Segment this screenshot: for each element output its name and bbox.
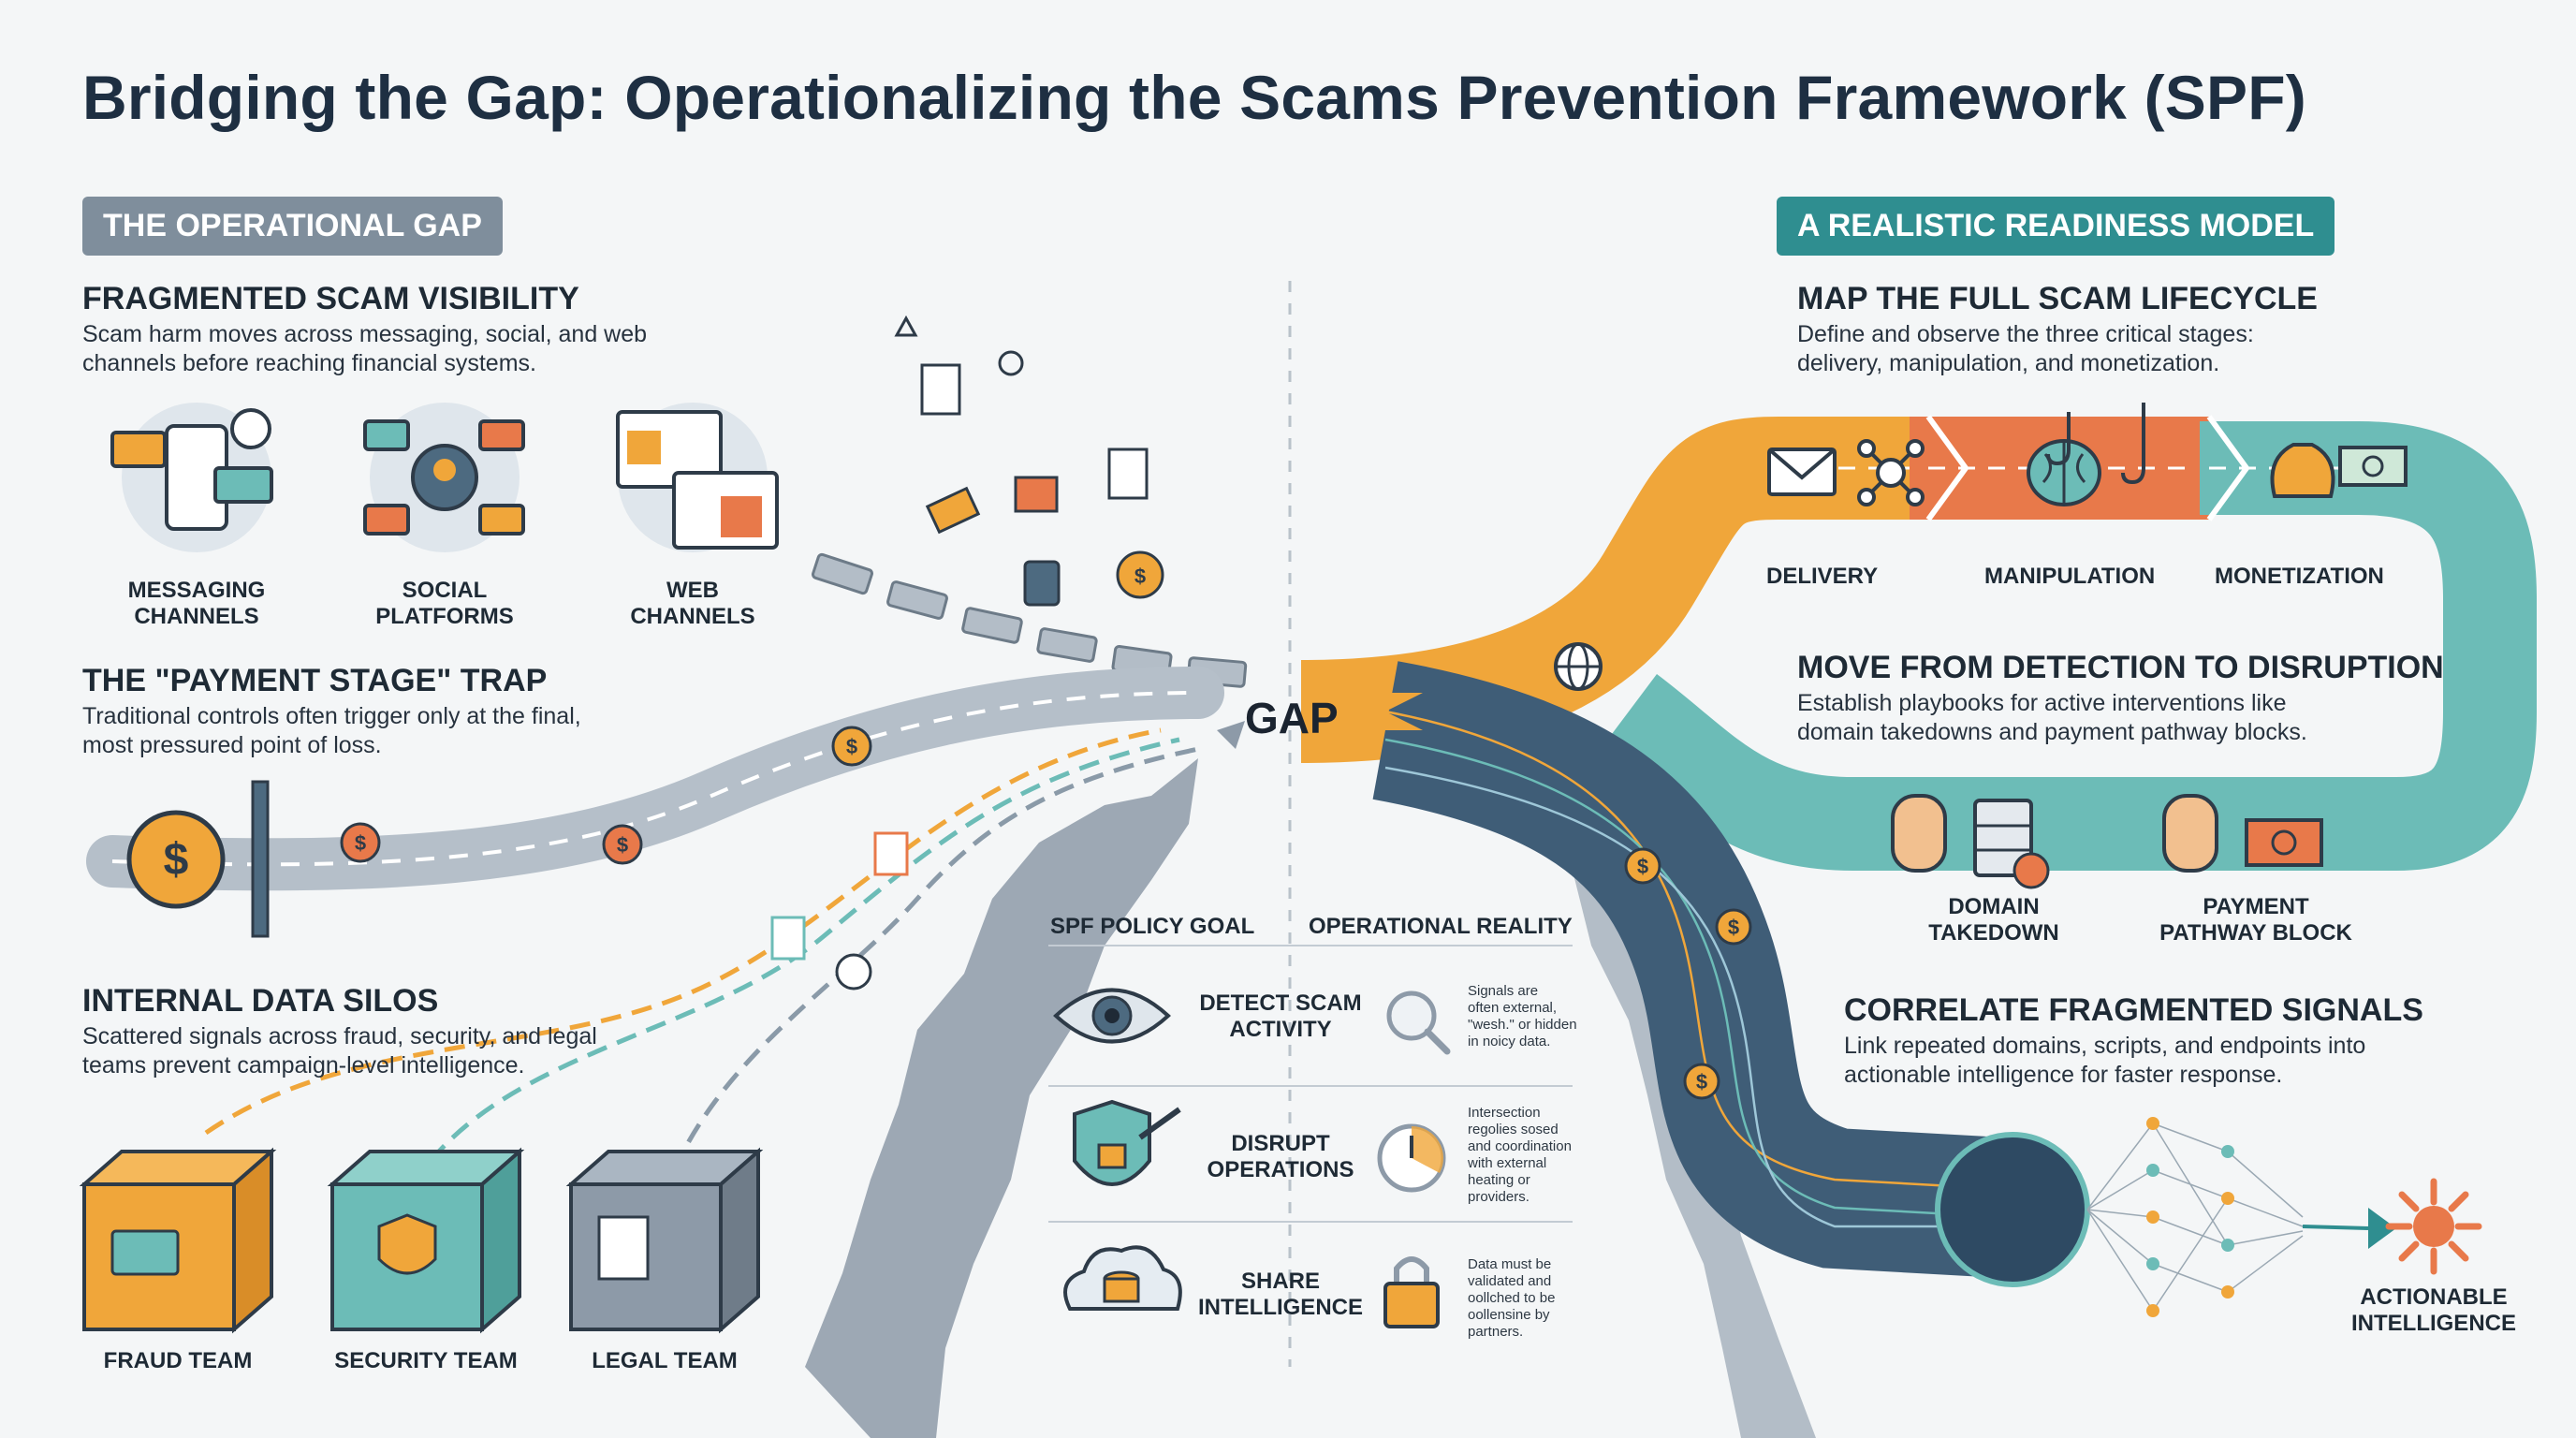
cloud-database-icon: [1063, 1245, 1182, 1311]
stopwatch-icon: [1377, 1123, 1446, 1193]
fish-hook-icon: [2046, 403, 2145, 485]
table-lines: [1048, 945, 1573, 1223]
server-icon: [1973, 799, 2050, 889]
social-profile-icon: [363, 403, 525, 552]
disrupt-goal-label: DISRUPT OPERATIONS: [1207, 1131, 1354, 1182]
svg-text:$: $: [1696, 1070, 1707, 1093]
delivery-label: DELIVERY: [1766, 564, 1879, 589]
chevron-icon: [2206, 415, 2250, 521]
neural-nodes: [2146, 1117, 2234, 1317]
padlock-icon: [1383, 1256, 1440, 1328]
fraud-team-label: FRAUD TEAM: [103, 1348, 253, 1373]
envelope-icon: [1767, 448, 1837, 496]
shield-lock-icon: [1073, 1099, 1181, 1186]
payment-block-label: PAYMENT PATHWAY BLOCK: [2159, 894, 2352, 946]
chevron-icon: [1925, 415, 1969, 521]
manipulation-label: MANIPULATION: [1984, 564, 2156, 589]
stop-hand-icon: [2162, 794, 2218, 873]
silo-streams: [204, 727, 1199, 1172]
svg-text:$: $: [1637, 855, 1648, 878]
silos-heading: INTERNAL DATA SILOS: [82, 983, 439, 1019]
legal-box-icon: [565, 1147, 764, 1334]
operational-reality-header: OPERATIONAL REALITY: [1309, 914, 1573, 939]
neural-network: [2086, 1123, 2369, 1312]
small-coin-icons: $ $ $ $ $ $ $: [340, 550, 1752, 1100]
domain-takedown-label: DOMAIN TAKEDOWN: [1928, 894, 2059, 946]
visibility-heading: FRAGMENTED SCAM VISIBILITY: [82, 281, 579, 316]
brain-node: [1935, 1132, 2090, 1287]
silos-description: Scattered signals across fraud, security…: [82, 1023, 597, 1078]
globe-icon: [1554, 642, 1603, 691]
river-signal-lines: [1384, 710, 2004, 1228]
brain-icon: [2027, 439, 2101, 506]
arrow-icon: [2368, 1208, 2396, 1249]
stop-hand-icon: [1891, 794, 1947, 873]
legal-team-label: LEGAL TEAM: [592, 1348, 738, 1373]
money-bag-icon: [2270, 443, 2408, 498]
svg-text:$: $: [617, 833, 628, 857]
svg-text:$: $: [1134, 565, 1146, 588]
detect-goal-label: DETECT SCAM ACTIVITY: [1199, 990, 1362, 1042]
phone-chat-icon: [110, 403, 273, 552]
payment-trap-heading: THE "PAYMENT STAGE" TRAP: [82, 663, 548, 698]
messaging-channels-label: MESSAGING CHANNELS: [127, 578, 266, 629]
page-title: Bridging the Gap: Operationalizing the S…: [82, 63, 2306, 132]
visibility-description: Scam harm moves across messaging, social…: [82, 321, 648, 376]
payment-road-dash: [111, 691, 1199, 867]
correlate-description: Link repeated domains, scripts, and endp…: [1844, 1033, 2366, 1088]
ribbon-tip: [1301, 693, 1423, 730]
cash-icon: [2245, 818, 2323, 867]
gap-label: GAP: [1245, 694, 1339, 742]
detect-reality-note: Signals are often external, "wesh." or h…: [1468, 983, 1577, 1049]
network-icon: [1857, 439, 1925, 506]
magnifier-icon: [1386, 990, 1451, 1055]
monetization-label: MONETIZATION: [2215, 564, 2384, 589]
share-reality-note: Data must be validated and oollched to b…: [1468, 1256, 1556, 1340]
web-channels-label: WEB CHANNELS: [630, 578, 755, 629]
disruption-description: Establish playbooks for active intervent…: [1797, 690, 2307, 745]
debris-icon: [1217, 721, 1245, 749]
scattered-icons: [770, 315, 1149, 990]
policy-goal-header: SPF POLICY GOAL: [1050, 914, 1255, 939]
right-cliff: [1479, 730, 1816, 1438]
dollar-coin-icon: $: [126, 810, 226, 909]
svg-text:$: $: [355, 831, 366, 855]
browser-window-icon: [616, 403, 779, 552]
security-team-label: SECURITY TEAM: [334, 1348, 518, 1373]
actionable-intelligence-label: ACTIONABLE INTELLIGENCE: [2350, 1284, 2516, 1336]
eye-icon: [1053, 988, 1171, 1044]
disruption-heading: MOVE FROM DETECTION TO DISRUPTION: [1797, 650, 2444, 685]
operational-gap-pill: THE OPERATIONAL GAP: [82, 197, 503, 256]
svg-text:$: $: [164, 835, 189, 885]
barrier-icon: [251, 780, 270, 938]
security-box-icon: [327, 1147, 525, 1334]
left-cliff: [805, 758, 1198, 1438]
readiness-model-pill: A REALISTIC READINESS MODEL: [1777, 197, 2335, 256]
social-platforms-label: SOCIAL PLATFORMS: [375, 578, 514, 629]
payment-trap-description: Traditional controls often trigger only …: [82, 703, 581, 758]
monetization-ribbon: [1600, 421, 2537, 871]
lifecycle-description: Define and observe the three critical st…: [1797, 321, 2254, 376]
disrupt-reality-note: Intersection regolies sosed and coordina…: [1468, 1105, 1572, 1205]
correlate-heading: CORRELATE FRAGMENTED SIGNALS: [1844, 992, 2423, 1028]
fraud-box-icon: [79, 1147, 277, 1334]
lifecycle-heading: MAP THE FULL SCAM LIFECYCLE: [1797, 281, 2318, 316]
share-goal-label: SHARE INTELLIGENCE: [1197, 1269, 1363, 1320]
burst-icon: [2385, 1178, 2482, 1275]
svg-text:$: $: [846, 735, 857, 758]
svg-text:$: $: [1728, 916, 1739, 939]
